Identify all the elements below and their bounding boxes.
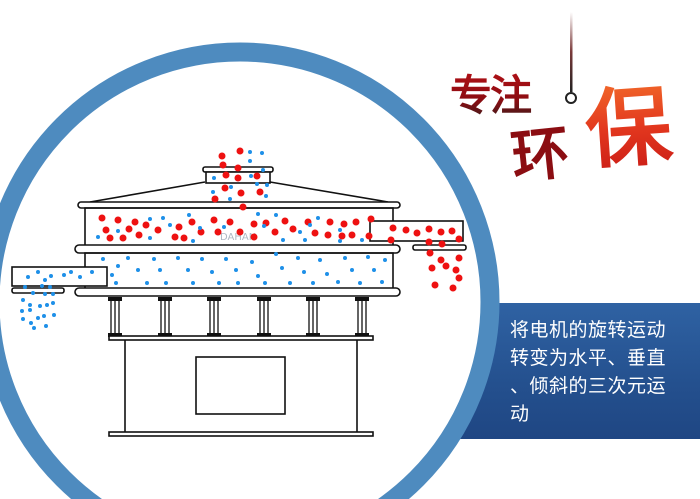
description-line: 动 xyxy=(510,403,530,425)
fine-particles xyxy=(20,150,387,330)
slogan-line1: 专注 xyxy=(450,71,532,120)
slogan-char-huan: 环 xyxy=(508,118,573,192)
ring-frame xyxy=(0,42,500,499)
vibrating-sieve-machine xyxy=(11,166,467,437)
watermark: DAHAN xyxy=(220,232,256,243)
decor-ring-icon xyxy=(565,92,577,104)
description-text: 将电机的旋转运动 转变为水平、垂直 、倾斜的三次元运 动 xyxy=(510,316,700,428)
description-line: 、倾斜的三次元运 xyxy=(510,375,667,397)
slogan-char-bao: 保 xyxy=(582,75,676,182)
description-line: 转变为水平、垂直 xyxy=(510,347,667,369)
coarse-particles xyxy=(98,147,463,292)
description-line: 将电机的旋转运动 xyxy=(510,319,667,341)
decor-line xyxy=(570,12,573,92)
